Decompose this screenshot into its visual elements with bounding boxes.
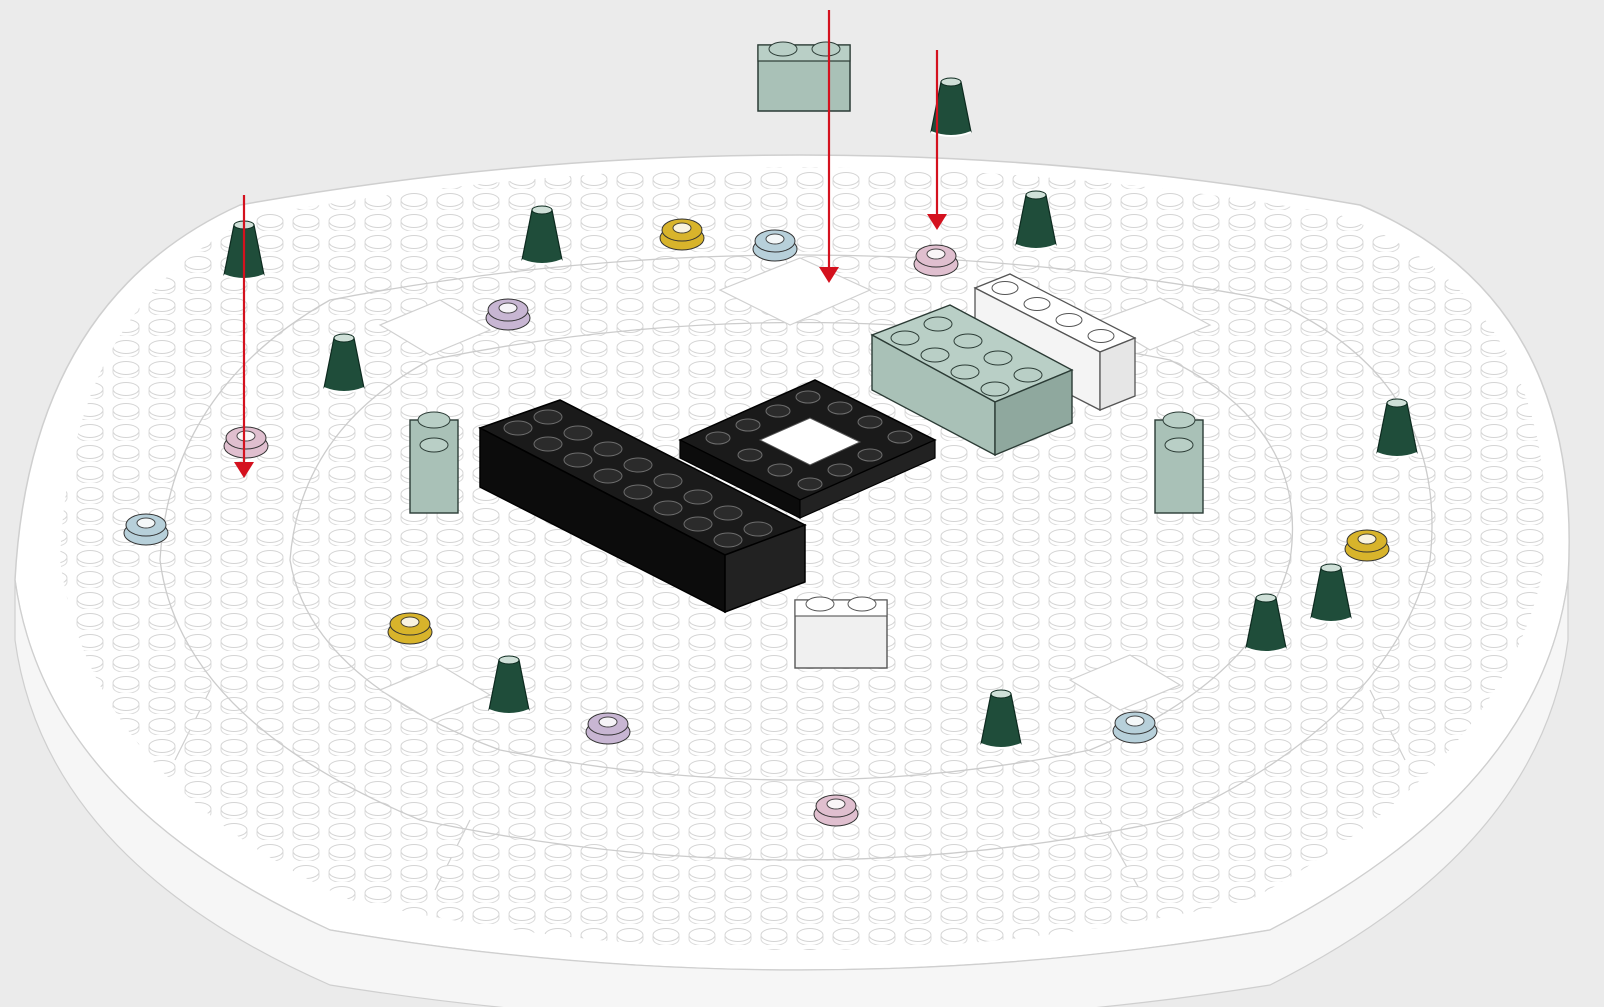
flower-icon (660, 219, 704, 250)
flower-icon (1345, 530, 1389, 561)
flower-icon (224, 427, 268, 458)
flower-icon (124, 514, 168, 545)
flower-icon (914, 245, 958, 276)
flower-icon (486, 299, 530, 330)
sage-brick-1x2-falling (758, 42, 850, 111)
flower-icon (814, 795, 858, 826)
sage-pillar-left (410, 412, 458, 513)
flower-icon (753, 230, 797, 261)
flower-icon (388, 613, 432, 644)
white-brick-1x2 (795, 597, 887, 668)
flower-icon (586, 713, 630, 744)
flower-icon (1113, 712, 1157, 743)
sage-pillar-right (1155, 412, 1203, 513)
